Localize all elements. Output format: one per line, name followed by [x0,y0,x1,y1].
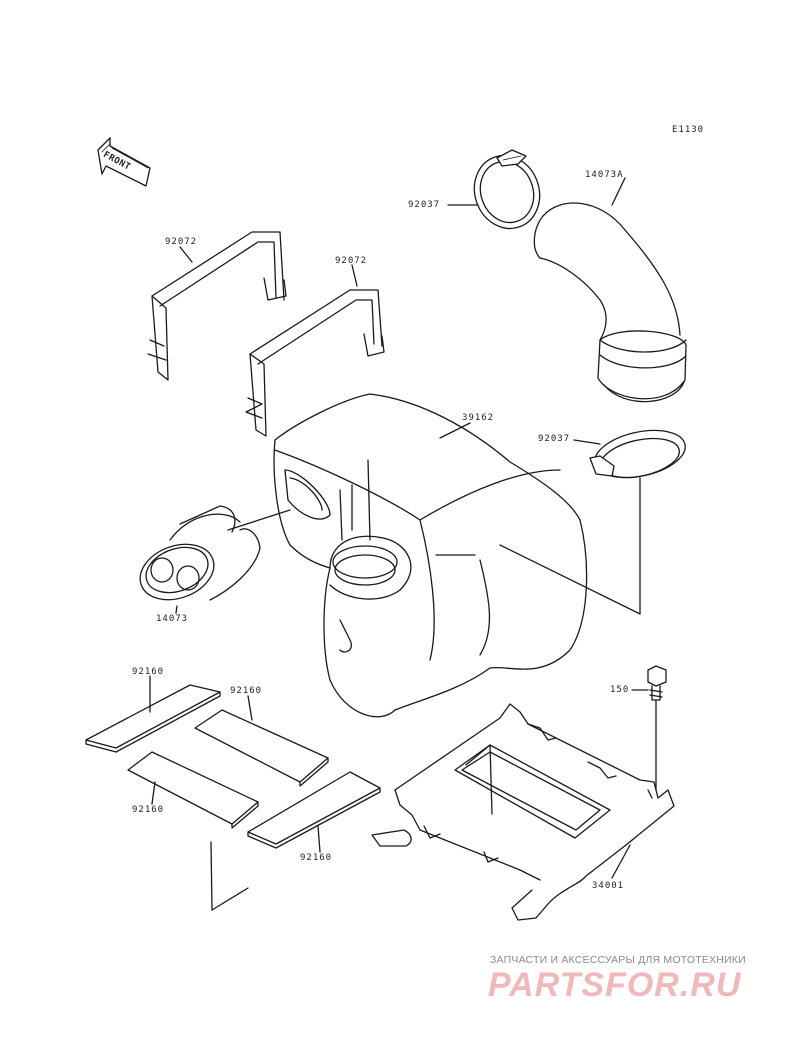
callout-92037-top: 92037 [408,200,441,210]
strap-left [147,231,287,381]
callout-14073: 14073 [156,614,189,624]
diagram-code: E1130 [672,125,705,135]
callout-14073a: 14073A [585,170,624,180]
elbow-hose [533,202,687,403]
callout-39162: 39162 [462,413,495,423]
callout-92037-middle: 92037 [538,434,571,444]
strap-right [245,289,385,437]
pad-1 [85,684,221,753]
pad-4 [247,771,381,849]
callout-92160-4: 92160 [300,853,333,863]
callout-92160-2: 92160 [230,686,263,696]
pad-3 [127,751,259,829]
bolt-150 [647,665,667,701]
hose-clamp-top [473,149,541,230]
callout-92072-left: 92072 [165,237,198,247]
callout-150: 150 [610,685,630,695]
callout-34001: 34001 [592,881,625,891]
pad-2 [194,709,329,787]
hose-clamp-middle [589,429,686,479]
front-arrow-icon [97,137,151,187]
water-box-tank [273,393,588,718]
mounting-bracket [371,703,675,921]
watermark-logo: PARTSFOR.RU [488,966,742,1004]
watermark-text: ЗАПЧАСТИ И АКСЕССУАРЫ ДЛЯ МОТОТЕХНИКИ [490,954,746,966]
callout-92160-3: 92160 [132,805,165,815]
callout-92160-1: 92160 [132,667,165,677]
intake-duct [139,505,261,601]
callout-92072-right: 92072 [335,256,368,266]
